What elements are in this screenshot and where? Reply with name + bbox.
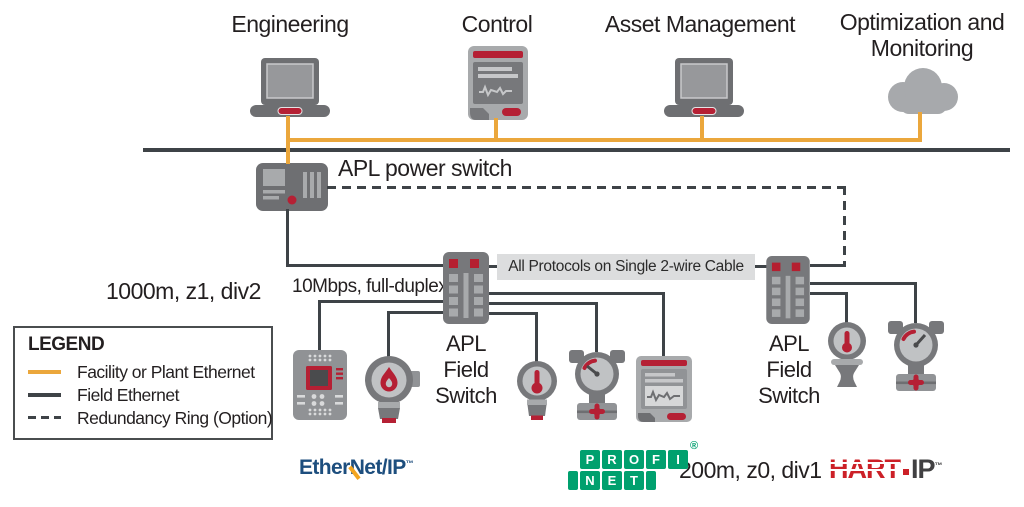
redundancy-ring-connector <box>810 264 846 267</box>
spur-line <box>845 292 848 324</box>
field-switch-label-line: APL <box>768 331 810 356</box>
field-switch-label-line: Field <box>766 357 812 382</box>
recorder-icon <box>636 356 692 422</box>
spur-line <box>489 312 538 315</box>
profinet-logo: P R O F I ® N E T <box>566 440 706 500</box>
hart-dash <box>903 469 909 475</box>
speed-label: 10Mbps, full-duplex <box>292 276 448 297</box>
legend-item-label: Redundancy Ring (Option) <box>77 408 273 428</box>
spur-line <box>810 292 848 295</box>
profinet-letter-tile: E <box>602 471 622 490</box>
redundancy-ring-horizontal <box>327 186 846 189</box>
spur-spec-right-label: 200m, z0, div1 <box>679 457 822 483</box>
plant-ethernet-line-sample <box>28 370 61 374</box>
backbone-bus <box>143 148 1010 152</box>
asset-drop-line <box>700 116 704 142</box>
engineering-label: Engineering <box>231 11 349 37</box>
profinet-letter-tile: N <box>580 471 600 490</box>
switch-to-banner-line <box>489 265 497 268</box>
apl-field-switch-icon <box>443 252 489 324</box>
ethernet-ip-text: Ether <box>299 456 350 479</box>
profinet-bottom-row: N E T <box>568 471 656 490</box>
plant-ethernet-bus <box>286 138 922 142</box>
hart-ip-logo: HART IP™ <box>829 454 943 485</box>
field-switch-1-label: APL Field Switch <box>411 331 521 409</box>
cloud-drop-line <box>918 112 922 142</box>
laptop-icon <box>250 58 330 118</box>
redundancy-line-sample <box>28 416 61 419</box>
profinet-top-row: P R O F I <box>580 450 688 469</box>
spur-line <box>914 282 917 323</box>
profinet-letter-tile: R <box>602 450 622 469</box>
banner-to-switch-line <box>755 265 767 268</box>
apl-power-switch-icon <box>256 163 328 211</box>
spur-line <box>810 282 917 285</box>
registered-symbol: ® <box>690 440 699 452</box>
profinet-blank-tile <box>646 471 656 490</box>
laptop-icon <box>664 58 744 118</box>
spur-line <box>489 292 665 295</box>
flame-detector-icon <box>364 355 422 423</box>
legend-item-label: Field Ethernet <box>77 385 179 405</box>
field-switch-label-line: Switch <box>435 383 497 408</box>
profinet-letter-tile: T <box>624 471 644 490</box>
spur-line <box>489 302 598 305</box>
trademark-symbol: ™ <box>934 461 943 470</box>
power-switch-down-line <box>286 209 289 267</box>
engineering-drop-line <box>286 116 290 164</box>
apl-power-switch-label: APL power switch <box>338 155 512 181</box>
profinet-letter-tile: O <box>624 450 644 469</box>
redundancy-ring-vertical <box>843 186 846 266</box>
field-ethernet-line-sample <box>28 393 61 397</box>
spur-line <box>387 311 443 314</box>
io-module-icon <box>293 350 347 420</box>
field-switch-label-line: Field <box>443 357 489 382</box>
profinet-letter-tile: F <box>646 450 666 469</box>
field-switch-label-line: APL <box>445 331 487 356</box>
field-switch-label-line: Switch <box>758 383 820 408</box>
spur-line <box>662 292 665 358</box>
trademark-symbol: ™ <box>405 459 414 468</box>
profinet-blank-tile <box>568 471 578 490</box>
protocol-banner: All Protocols on Single 2-wire Cable <box>497 254 755 280</box>
apl-field-switch-icon <box>766 256 810 324</box>
field-switch-2-label: APL Field Switch <box>734 331 844 409</box>
legend-title: LEGEND <box>28 334 105 355</box>
control-drop-line <box>494 118 498 142</box>
cloud-icon <box>880 68 964 114</box>
trunk-line-left <box>286 264 443 267</box>
ethernet-ip-text: et/IP <box>364 456 406 479</box>
legend-item-label: Facility or Plant Ethernet <box>77 362 255 382</box>
controller-icon <box>468 46 528 120</box>
trunk-spec-left-label: 1000m, z1, div2 <box>106 278 261 304</box>
hart-stripe <box>829 462 900 464</box>
legend-box: LEGEND Facility or Plant Ethernet Field … <box>13 326 273 440</box>
pressure-transmitter-icon <box>568 349 626 421</box>
spur-line <box>318 300 321 352</box>
asset-management-label: Asset Management <box>604 11 796 37</box>
hart-ip-text: IP <box>911 454 935 484</box>
profinet-letter-tile: P <box>580 450 600 469</box>
hart-word: HART <box>829 454 901 485</box>
spur-line <box>535 312 538 362</box>
hart-stripe <box>829 469 900 471</box>
spur-line <box>387 311 390 357</box>
optimization-monitoring-label: Optimization and Monitoring <box>839 9 1005 61</box>
spur-line <box>318 300 443 303</box>
temperature-transmitter-icon <box>513 360 561 422</box>
control-label: Control <box>461 11 533 37</box>
level-transmitter-icon <box>823 321 871 391</box>
pressure-transmitter-icon <box>887 320 945 392</box>
profinet-letter-tile: I <box>668 450 688 469</box>
spur-line <box>595 302 598 352</box>
